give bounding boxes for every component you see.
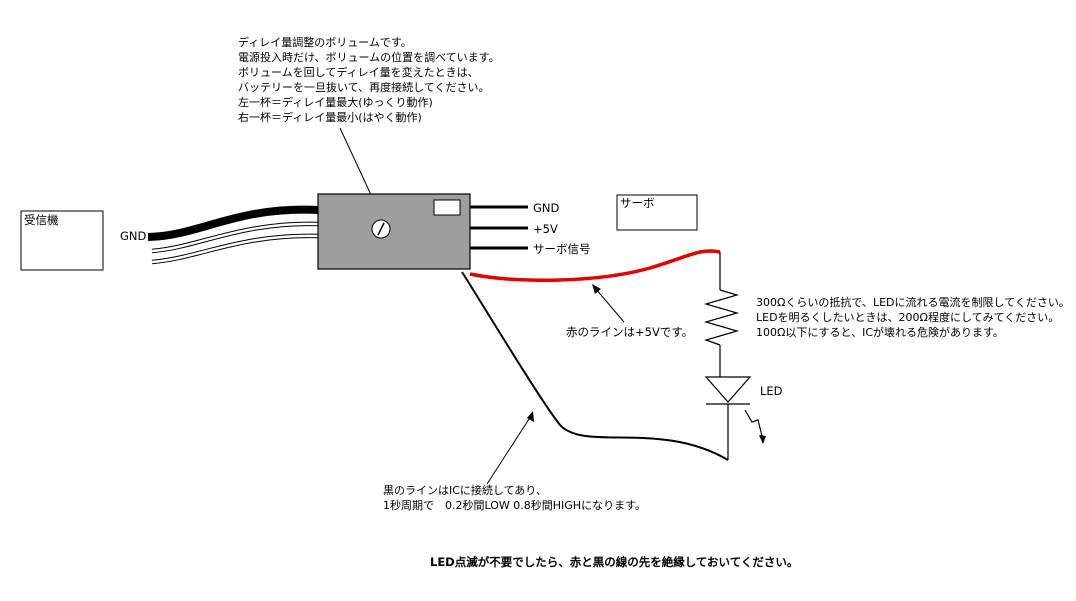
resistor-note-line: 300Ωくらいの抵抗で、LEDに流れる電流を制限してください。	[756, 295, 1070, 309]
led-symbol	[704, 376, 766, 460]
pin-label-5v: +5V	[533, 222, 558, 236]
receiver-gnd-label: GND	[120, 229, 147, 243]
resistor-note-line: LEDを明るくしたいときは、200Ω程度にしてみてください。	[756, 310, 1059, 324]
black-signal-wire	[461, 271, 729, 461]
resistor-note-line: 100Ω以下にすると、ICが壊れる危険があります。	[756, 325, 1004, 339]
red-wire	[469, 249, 721, 282]
output-pins	[470, 205, 528, 250]
black-note-line: 黒のラインはICに接続してあり、	[383, 483, 547, 497]
black-note: 黒のラインはICに接続してあり、 1秒周期で 0.2秒間LOW 0.8秒間HIG…	[383, 483, 646, 512]
black-note-arrowhead	[527, 411, 534, 422]
volume-note: ディレイ量調整のボリュームです。 電源投入時だけ、ボリュームの位置を調べています…	[238, 35, 500, 124]
controller-module	[317, 193, 471, 270]
servo-label: サーボ	[620, 196, 655, 210]
red-wire-note: 赤のラインは+5Vです。	[566, 325, 693, 339]
servo-box	[616, 194, 698, 231]
red-note-arrow	[594, 287, 625, 323]
receiver-box	[20, 210, 104, 271]
volume-note-line: 右一杯＝ディレイ量最小(はやく動作)	[238, 110, 422, 124]
resistor-symbol	[703, 289, 740, 346]
receiver-label: 受信機	[24, 213, 59, 227]
black-note-line: 1秒周期で 0.2秒間LOW 0.8秒間HIGHになります。	[383, 498, 646, 512]
resistor-note: 300Ωくらいの抵抗で、LEDに流れる電流を制限してください。 LEDを明るくし…	[756, 295, 1070, 339]
receiver-cable	[147, 205, 319, 265]
volume-note-line: ボリュームを回してディレイ量を変えたときは、	[238, 65, 479, 79]
red-note-arrowhead	[592, 284, 601, 294]
pin-label-signal: サーボ信号	[533, 242, 591, 256]
volume-note-line: ディレイ量調整のボリュームです。	[238, 35, 412, 49]
volume-note-line: バッテリーを一旦抜いて、再度接続してください。	[238, 80, 489, 94]
pin-label-gnd: GND	[533, 201, 560, 215]
black-note-arrow	[486, 415, 532, 485]
volume-note-line: 電源投入時だけ、ボリュームの位置を調べています。	[238, 50, 500, 64]
black-wire	[147, 205, 319, 241]
footer-note: LED点滅が不要でしたら、赤と黒の線の先を絶縁しておいてください。	[430, 555, 798, 569]
module-chip	[433, 199, 461, 216]
volume-note-line: 左一杯＝ディレイ量最大(ゆっくり動作)	[238, 95, 433, 109]
volume-knob[interactable]	[371, 219, 391, 239]
led-label: LED	[760, 384, 783, 398]
